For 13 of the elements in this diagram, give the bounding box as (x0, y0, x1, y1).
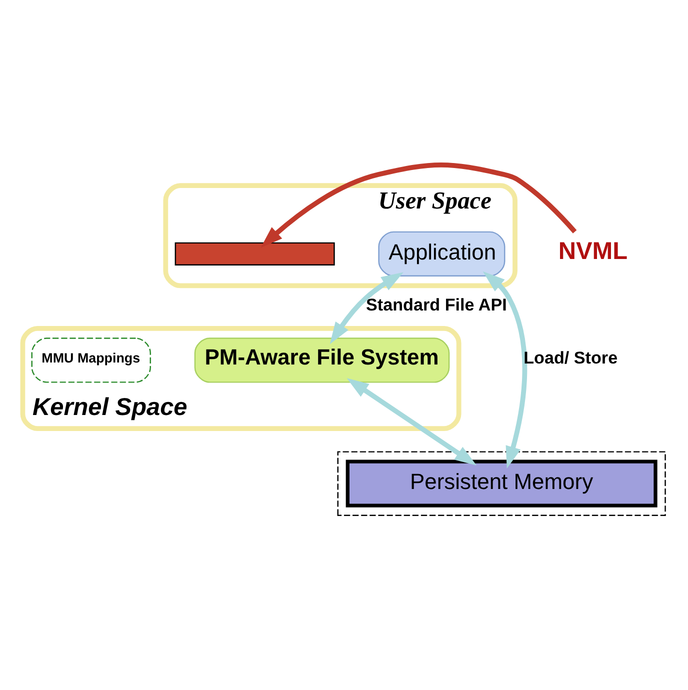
node-box: PM-Aware File System (194, 338, 450, 383)
node-box: Application (378, 231, 506, 277)
node-text: NVML (558, 238, 628, 265)
node-box: Persistent Memory (346, 460, 658, 508)
arrow (346, 378, 477, 466)
arrow (330, 272, 404, 344)
cluster (337, 451, 666, 516)
node-bar (174, 242, 335, 266)
node-box: MMU Mappings (31, 338, 151, 383)
arrow (260, 162, 577, 248)
edge-label: Load/ Store (524, 348, 618, 368)
arrow (482, 271, 528, 468)
edge-label: Standard File API (366, 295, 507, 314)
